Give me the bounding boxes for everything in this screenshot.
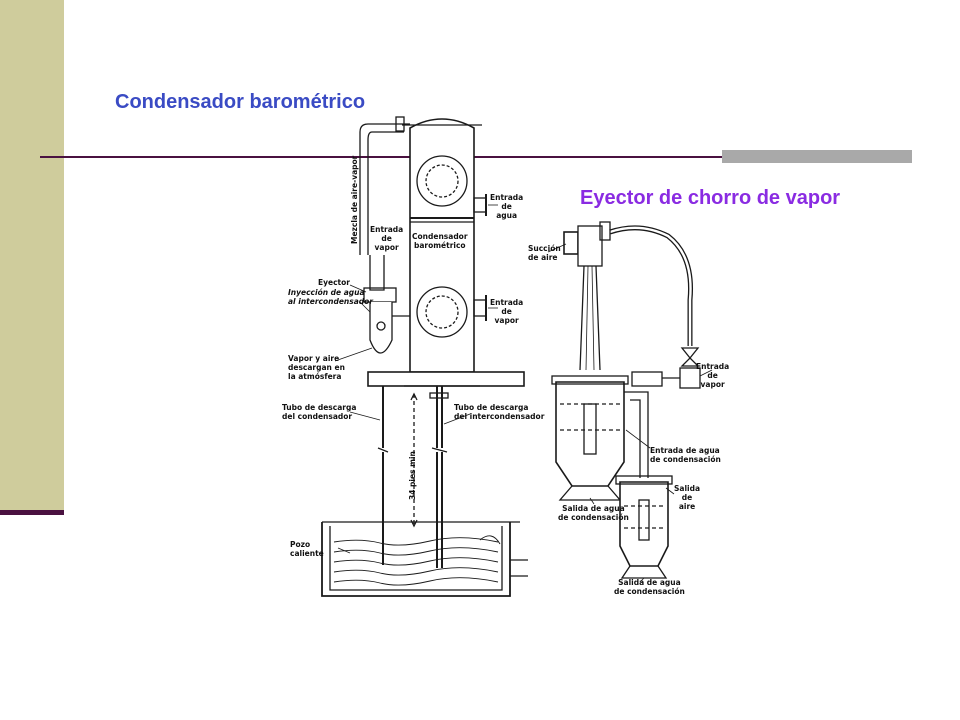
label-entrada-vapor-top: Entrada de vapor (370, 225, 404, 252)
label-salida-aire: Salida de aire (674, 484, 701, 511)
label-pozo-caliente: Pozo caliente (290, 540, 324, 558)
label-34-pies: 34 pies min (408, 451, 417, 500)
label-entrada-agua-condensacion: Entrada de agua de condensación (650, 446, 721, 464)
header-rule (40, 156, 912, 158)
label-entrada-vapor-right: Entrada de vapor (490, 298, 524, 325)
label-succion-aire: Succión de aire (528, 244, 561, 262)
label-entrada-agua: Entrada de agua (490, 193, 524, 220)
side-bar-foot (0, 510, 64, 515)
label-salida-agua-1: Salida de agua de condensación (558, 504, 629, 522)
title-condensador: Condensador barométrico (115, 91, 366, 113)
label-inyeccion-agua: Inyección de agua al intercondensador (288, 288, 374, 306)
label-vapor-aire: Vapor y aire descargan en la atmósfera (288, 354, 345, 381)
side-bar (0, 0, 64, 512)
porthole-upper (416, 155, 468, 207)
header-rule-accent (722, 150, 912, 163)
title-eyector: Eyector de chorro de vapor (580, 187, 841, 209)
label-mezcla-aire-vapor: Mezcla de aire-vapor (350, 155, 359, 244)
label-salida-agua-2: Salida de agua de condensación (614, 578, 685, 596)
label-eyector: Eyector (318, 278, 350, 287)
label-tubo-intercondensador: Tubo de descarga del intercondensador (454, 403, 545, 421)
porthole-lower (416, 286, 468, 338)
label-condensador-barometrico: Condensador barométrico (412, 232, 468, 250)
label-tubo-condensador: Tubo de descarga del condensador (282, 403, 357, 421)
label-entrada-vapor-ejector: Entrada de vapor (696, 362, 730, 389)
